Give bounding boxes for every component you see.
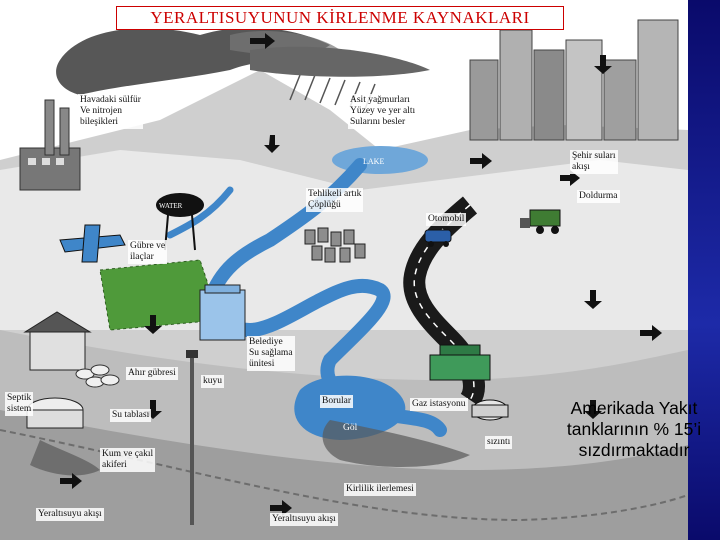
label-well: kuyu (201, 375, 224, 388)
septic-tank (26, 397, 84, 429)
label-fertilizer: Gübre ve ilaçlar (128, 240, 168, 264)
label-municipal: Belediye Su sağlama ünitesi (247, 336, 295, 371)
car (424, 229, 452, 247)
fuel-tank (471, 399, 509, 421)
fuel-tank-leak-callout: Amerikada Yakıt tanklarının % 15’i sızdı… (566, 398, 702, 460)
label-gas-station: Gaz istasyonu (410, 398, 468, 411)
page-title: YERALTISUYUNUN KİRLENME KAYNAKLARI (116, 6, 564, 30)
slide-side-bar (688, 0, 720, 540)
septic-plume (30, 440, 100, 476)
well-head (186, 350, 198, 358)
label-pipes: Borular (320, 395, 354, 408)
label-pollution-spread: Kirlilik ilerlemesi (344, 483, 416, 496)
barn (23, 311, 92, 371)
river-tributary (166, 186, 234, 239)
label-water-tower: WATER (159, 202, 183, 210)
municipal-water-building (199, 284, 246, 341)
hazardous-barrels (304, 227, 366, 263)
rain-cloud (250, 46, 430, 77)
label-septic: Septik sistem (5, 392, 34, 416)
city-buildings (469, 19, 679, 141)
label-manure: Ahır gübresi (126, 367, 178, 380)
factory (19, 99, 81, 191)
label-air-sulfur: Havadaki sülfür Ve nitrojen bileşikleri (78, 94, 143, 129)
label-acid-rain: Asit yağmurları Yüzey ve yer altı Suları… (348, 94, 418, 129)
label-groundwater-flow-bottom: Yeraltısuyu akışı (270, 513, 338, 526)
label-landfill: Doldurma (577, 190, 620, 203)
label-hazardous-waste: Tehlikeli artık Çöplüğü (306, 188, 364, 212)
label-lake: LAKE (363, 157, 385, 166)
manure-pile (75, 364, 120, 388)
label-groundwater-flow-left: Yeraltısuyu akışı (36, 508, 104, 521)
label-sand-gravel: Kum ve çakıl akiferi (100, 448, 156, 472)
label-pond: Göl (343, 423, 358, 433)
label-car: Otomobil (426, 213, 467, 226)
crop-duster-plane (59, 224, 126, 263)
water-table-line (0, 429, 689, 522)
deep-ground-layer (0, 410, 688, 540)
label-leak: sızıntı (485, 436, 513, 449)
well-pipe (190, 355, 194, 525)
pollution-plume (322, 420, 470, 467)
label-water-table: Su tablası (110, 409, 152, 422)
bulldozer (520, 209, 561, 234)
flow-arrows (60, 33, 662, 516)
gas-station (429, 344, 491, 381)
label-city-runoff: Şehir suları akışı (570, 150, 618, 174)
